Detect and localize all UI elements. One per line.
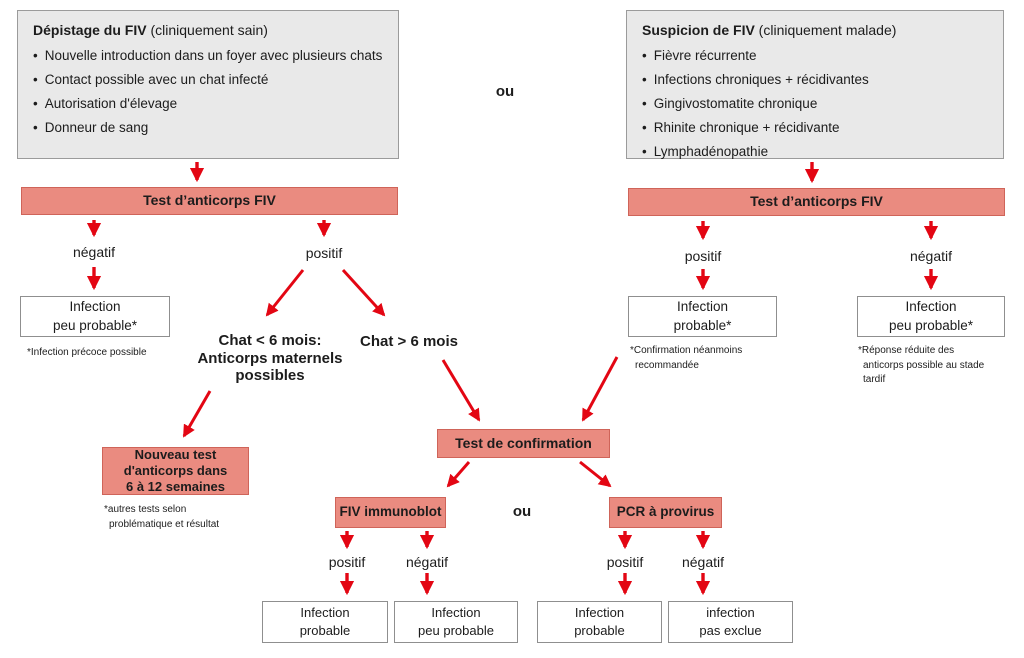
suspicion-bullet: Infections chroniques + récidivantes (642, 72, 991, 87)
flow-arrow (265, 269, 305, 317)
pcr-box: PCR à provirus (609, 497, 722, 528)
or-label-top: ou (495, 83, 515, 100)
suspicion-bullet: Fièvre récurrente (642, 48, 991, 63)
flow-arrow (182, 390, 212, 438)
suspicion-title: Suspicion de FIV (cliniquement malade) (642, 22, 897, 38)
screening-bullet: Contact possible avec un chat infecté (33, 72, 386, 87)
pcr-negatif-label: négatif (681, 554, 725, 570)
suspicion-probable-footnote: *Confirmation néanmoins recommandée (630, 345, 743, 371)
suspicion-bullet-list: Fièvre récurrente Infections chroniques … (639, 48, 991, 159)
suspicion-unlikely-footnote: *Réponse réduite des anticorps possible … (858, 345, 985, 385)
screening-bullet: Autorisation d'élevage (33, 96, 386, 111)
screening-criteria-box: Dépistage du FIV (cliniquement sain) Nou… (17, 10, 399, 159)
suspicion-infection-probable-box: Infection probable* (628, 296, 777, 337)
pcr-negative-outcome-box: infection pas exclue (668, 601, 793, 643)
flow-arrow (579, 460, 612, 488)
screening-infection-unlikely-box: Infection peu probable* (20, 296, 170, 337)
immunoblot-box: FIV immunoblot (335, 497, 446, 528)
immunoblot-negatif-label: négatif (405, 554, 449, 570)
screening-unlikely-footnote: *Infection précoce possible (27, 347, 147, 358)
suspicion-bullet: Gingivostomatite chronique (642, 96, 991, 111)
young-cat-heading: Chat < 6 mois: Anticorps maternels possi… (197, 332, 343, 385)
flow-arrow (341, 268, 386, 317)
immunoblot-positif-label: positif (328, 554, 366, 570)
retest-footnote: *autres tests selon problématique et rés… (104, 504, 220, 530)
screening-bullet: Donneur de sang (33, 120, 386, 135)
antibody-test-banner-right: Test d’anticorps FIV (628, 188, 1005, 216)
screening-title: Dépistage du FIV (cliniquement sain) (33, 22, 268, 38)
immunoblot-negative-outcome-box: Infection peu probable (394, 601, 518, 643)
retest-box: Nouveau test d'anticorps dans 6 à 12 sem… (102, 447, 249, 495)
flow-arrow (581, 356, 619, 422)
immunoblot-positive-outcome-box: Infection probable (262, 601, 388, 643)
pcr-positif-label: positif (606, 554, 644, 570)
suspicion-criteria-box: Suspicion de FIV (cliniquement malade) F… (626, 10, 1004, 159)
antibody-test-banner-left: Test d’anticorps FIV (21, 187, 398, 215)
suspicion-positif-label: positif (684, 248, 722, 264)
suspicion-bullet: Lymphadénopathie (642, 144, 991, 159)
flow-arrow (446, 461, 471, 488)
or-label-middle: ou (512, 503, 532, 520)
suspicion-infection-unlikely-box: Infection peu probable* (857, 296, 1005, 337)
pcr-positive-outcome-box: Infection probable (537, 601, 662, 643)
suspicion-negatif-label: négatif (909, 248, 953, 264)
confirmation-test-banner: Test de confirmation (437, 429, 610, 458)
screening-bullet: Nouvelle introduction dans un foyer avec… (33, 48, 386, 63)
screening-negatif-label: négatif (72, 244, 116, 260)
flow-arrow (441, 359, 481, 422)
screening-positif-label: positif (305, 245, 343, 261)
suspicion-bullet: Rhinite chronique + récidivante (642, 120, 991, 135)
screening-bullet-list: Nouvelle introduction dans un foyer avec… (30, 48, 386, 135)
old-cat-heading: Chat > 6 mois (360, 333, 458, 350)
